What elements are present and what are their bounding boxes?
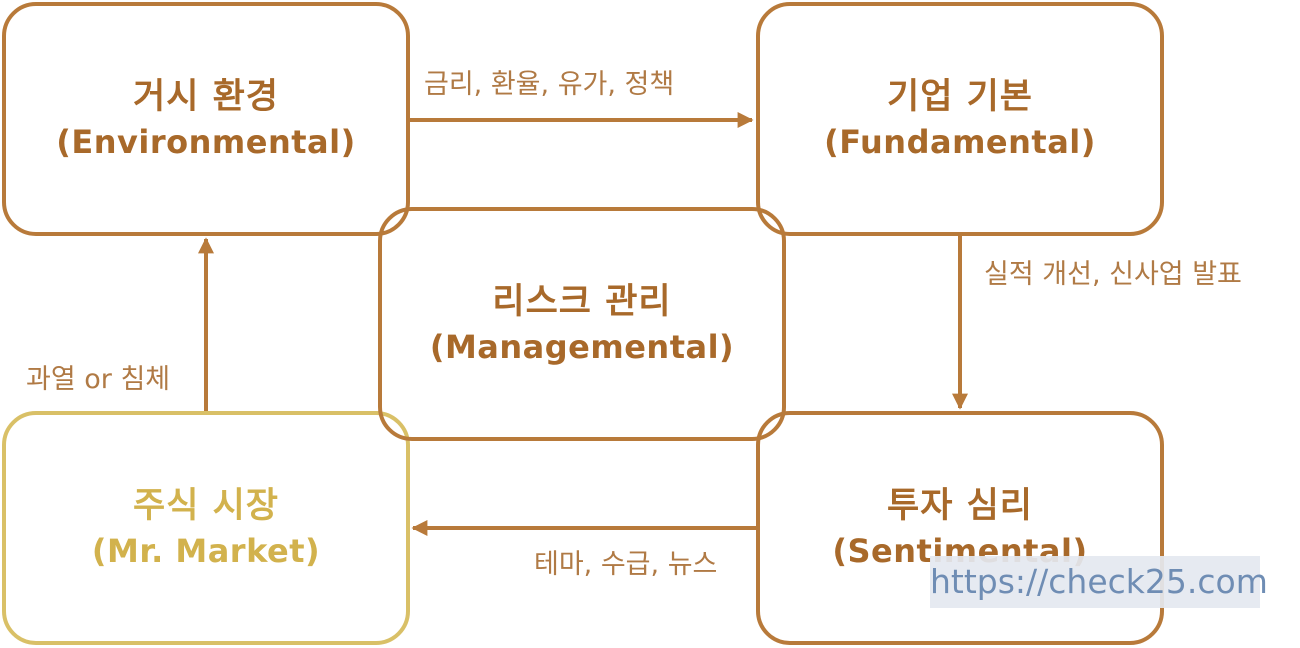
market-subtitle: (Mr. Market)	[91, 532, 321, 570]
fundamental-node: 기업 기본 (Fundamental)	[756, 2, 1164, 236]
environmental-node: 거시 환경 (Environmental)	[2, 2, 410, 236]
edge-label-market-to-env: 과열 or 침체	[26, 364, 171, 395]
edge-label-env-to-fund: 금리, 환율, 유가, 정책	[424, 69, 675, 100]
environmental-title: 거시 환경	[133, 77, 279, 117]
watermark-url: https://check25.com	[930, 556, 1268, 608]
managemental-subtitle: (Managemental)	[429, 328, 735, 366]
managemental-title: 리스크 관리	[492, 282, 672, 322]
fundamental-subtitle: (Fundamental)	[824, 123, 1096, 161]
edge-label-fund-to-sent: 실적 개선, 신사업 발표	[984, 259, 1242, 290]
edge-label-sent-to-market: 테마, 수급, 뉴스	[534, 549, 718, 580]
market-node: 주식 시장 (Mr. Market)	[2, 411, 410, 645]
environmental-subtitle: (Environmental)	[56, 123, 356, 161]
sentimental-node: 투자 심리 (Sentimental)	[756, 411, 1164, 645]
market-title: 주식 시장	[133, 486, 279, 526]
fundamental-title: 기업 기본	[887, 77, 1033, 117]
sentimental-title: 투자 심리	[887, 486, 1033, 526]
managemental-node: 리스크 관리 (Managemental)	[378, 207, 786, 441]
